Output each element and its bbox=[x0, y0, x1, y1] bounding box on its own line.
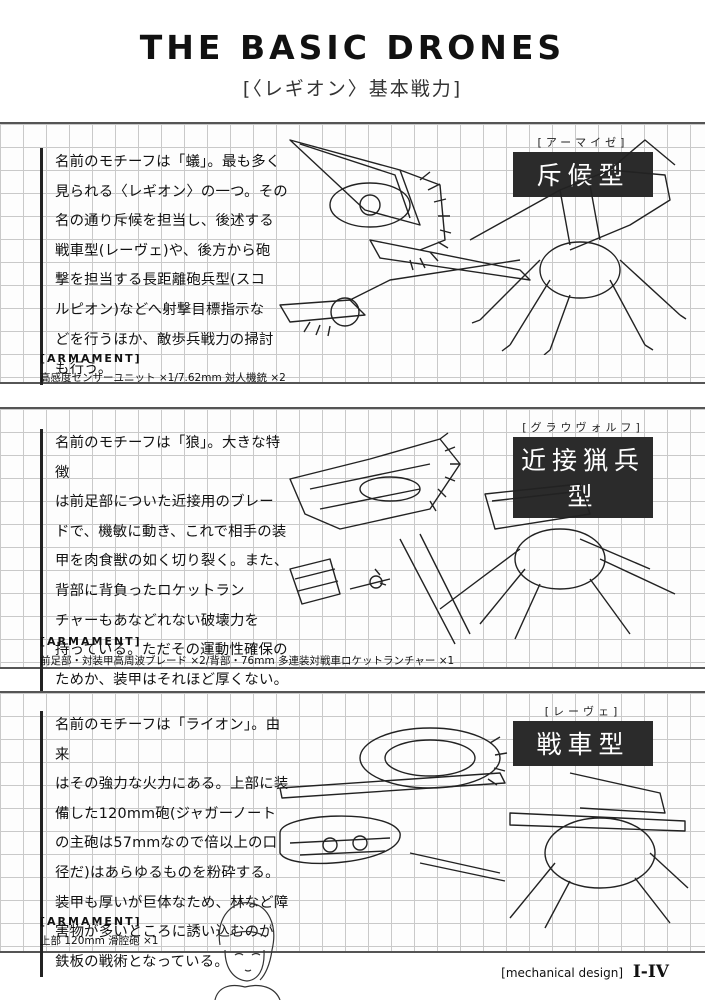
description-line: 名前のモチーフは「狼」。大きな特徴 bbox=[55, 435, 281, 481]
drone-name-block: [アーマイゼ] 斥候型 bbox=[513, 134, 653, 197]
description-line: は前足部についた近接用のブレー bbox=[55, 494, 274, 511]
lowe-sketch bbox=[279, 727, 689, 929]
armament-label: [ARMAMENT] bbox=[40, 352, 142, 365]
description-line: 備した120mm砲(ジャガーノート bbox=[55, 805, 277, 822]
page-footer: [mechanical design] I-IV bbox=[501, 962, 669, 982]
ameise-sketch bbox=[279, 139, 687, 355]
description-line: 径だ)はあらゆるものを粉砕する。 bbox=[55, 864, 280, 881]
drone-reading: [レーヴェ] bbox=[544, 705, 622, 718]
description-line: 名の通り斥候を担当し、後述する bbox=[55, 213, 274, 230]
description-line: ためか、装甲はそれほど厚くない。 bbox=[55, 671, 289, 688]
description-line: 背部に背負ったロケットラン bbox=[55, 582, 245, 599]
drone-section-grauwolf: 名前のモチーフは「狼」。大きな特徴 は前足部についた近接用のブレー ドで、機敏に… bbox=[0, 407, 705, 696]
description-line: 装甲も厚いが巨体なため、林など障 bbox=[55, 894, 289, 911]
page-subtitle: [〈レギオン〉基本戦力] bbox=[242, 78, 463, 100]
drone-reading: [グラウヴォルフ] bbox=[522, 421, 644, 434]
drone-section-lowe: 名前のモチーフは「ライオン」。由来 はその強力な火力にある。上部に装 備した12… bbox=[0, 691, 705, 978]
drone-description: 名前のモチーフは「蟻」。最も多く 見られる〈レギオン〉の一つ。その 名の通り斥候… bbox=[40, 148, 290, 385]
page-title: THE BASIC DRONES bbox=[139, 28, 566, 67]
drone-name: 斥候型 bbox=[513, 152, 653, 197]
description-line: の主砲は57mmなので倍以上の口 bbox=[55, 835, 278, 852]
description-line: も行う。 bbox=[55, 361, 113, 378]
description-line: 鉄板の戦術となっている。 bbox=[55, 953, 229, 970]
drone-name-block: [レーヴェ] 戦車型 bbox=[513, 703, 653, 766]
description-line: 名前のモチーフは「蟻」。最も多く bbox=[55, 154, 281, 170]
armament-text: 高感度センサーユニット ×1/7.62mm 対人機銃 ×2 bbox=[40, 372, 286, 384]
armament-label: [ARMAMENT] bbox=[40, 915, 142, 928]
description-line: 戦車型(レーヴェ)や、後方から砲 bbox=[55, 242, 271, 259]
armament-text: 上部 120mm 滑腔砲 ×1 bbox=[40, 935, 159, 947]
drone-description: 名前のモチーフは「狼」。大きな特徴 は前足部についた近接用のブレー ドで、機敏に… bbox=[40, 429, 290, 696]
description-line: 見られる〈レギオン〉の一つ。その bbox=[55, 183, 288, 200]
drone-reading: [アーマイゼ] bbox=[537, 136, 629, 149]
description-line: どを行うほか、敵歩兵戦力の掃討 bbox=[55, 331, 274, 348]
description-line: ルピオン)などへ射撃目標指示な bbox=[55, 301, 265, 318]
page-number: I-IV bbox=[632, 962, 669, 982]
description-line: ドで、機敏に動き、これで相手の装 bbox=[55, 523, 287, 540]
character-illustration bbox=[214, 902, 281, 1000]
description-line: はその強力な火力にある。上部に装 bbox=[55, 776, 289, 793]
footer-label: [mechanical design] bbox=[501, 966, 624, 980]
drone-section-ameise: 名前のモチーフは「蟻」。最も多く 見られる〈レギオン〉の一つ。その 名の通り斥候… bbox=[0, 122, 705, 385]
drone-description: 名前のモチーフは「ライオン」。由来 はその強力な火力にある。上部に装 備した12… bbox=[40, 711, 290, 978]
armament-text: 前足部・対装甲高周波ブレード ×2/背部・76mm 多連装対戦車ロケットランチャ… bbox=[40, 655, 455, 667]
description-line: 甲を肉食獣の如く切り裂く。また、 bbox=[55, 553, 289, 570]
armament-label: [ARMAMENT] bbox=[40, 635, 142, 648]
drone-name: 戦車型 bbox=[513, 721, 653, 766]
grauwolf-sketch bbox=[289, 432, 676, 645]
description-line: 名前のモチーフは「ライオン」。由来 bbox=[55, 717, 281, 763]
drone-name-block: [グラウヴォルフ] 近接猟兵型 bbox=[513, 419, 653, 518]
description-line: 持っている。ただその運動性確保の bbox=[55, 642, 288, 659]
description-line: チャーもあなどれない破壊力を bbox=[55, 612, 260, 629]
drone-name: 近接猟兵型 bbox=[513, 437, 653, 518]
description-line: 撃を担当する長距離砲兵型(スコ bbox=[55, 272, 266, 289]
